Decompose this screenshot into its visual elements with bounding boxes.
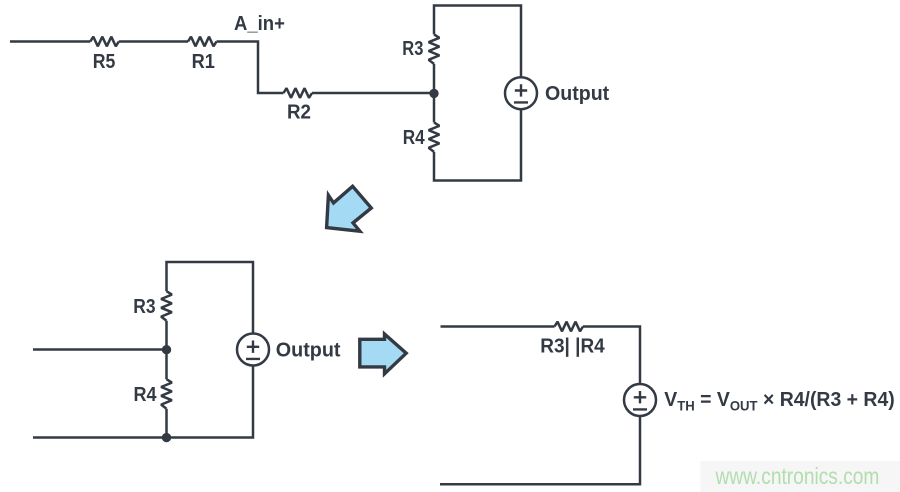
svg-text:Output: Output xyxy=(276,340,341,362)
svg-text:Output: Output xyxy=(545,83,610,105)
svg-text:R1: R1 xyxy=(192,51,215,73)
svg-text:A_in+: A_in+ xyxy=(234,13,285,35)
svg-text:R3| |R4: R3| |R4 xyxy=(540,336,605,358)
svg-text:R3: R3 xyxy=(402,38,423,60)
svg-text:R3: R3 xyxy=(133,296,155,318)
svg-text:R4: R4 xyxy=(403,127,426,149)
svg-text:www.cntronics.com: www.cntronics.com xyxy=(715,464,880,489)
svg-text:R5: R5 xyxy=(93,51,116,73)
svg-text:R2: R2 xyxy=(287,102,311,124)
svg-text:VTH = VOUT × R4/(R3 + R4): VTH = VOUT × R4/(R3 + R4) xyxy=(664,389,894,414)
svg-text:R4: R4 xyxy=(134,384,158,406)
